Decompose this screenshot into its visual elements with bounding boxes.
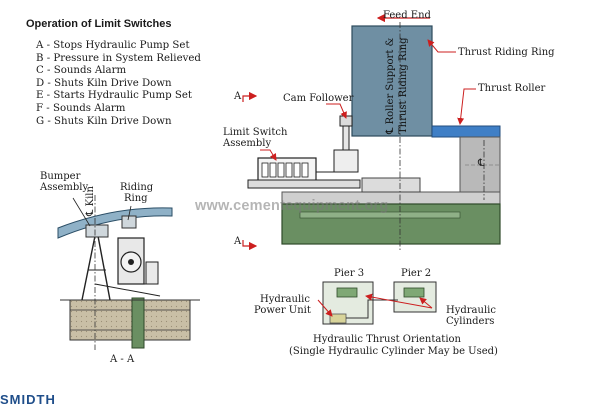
bumper-assembly xyxy=(85,224,109,238)
section-a-top-label: A xyxy=(234,91,242,102)
brand-logo-text: SMIDTH xyxy=(0,392,56,405)
hydraulic-power-unit-label-line1: Hydraulic xyxy=(260,294,310,305)
riding-ring-label-line2: Ring xyxy=(124,193,148,204)
thrust-roller xyxy=(431,125,501,138)
thrust-riding-ring-label: Thrust Riding Ring xyxy=(458,47,555,58)
watermark-text: www.cementequipment.org xyxy=(195,198,389,214)
roller-support-block xyxy=(351,25,433,137)
cylinder-pier3 xyxy=(336,287,358,298)
pier-2-label: Pier 2 xyxy=(401,268,432,279)
hydraulic-orientation-inset xyxy=(317,281,437,325)
hydraulic-cylinders-label-line1: Hydraulic xyxy=(446,305,496,316)
main-elevation-view xyxy=(242,13,501,251)
section-a-bottom-label: A xyxy=(234,236,242,247)
limit-switch-label-line1: Limit Switch xyxy=(223,127,288,138)
thrust-roller-label: Thrust Roller xyxy=(478,83,546,94)
legend-item-a: A - Stops Hydraulic Pump Set xyxy=(36,40,190,51)
pier-beam xyxy=(69,299,191,341)
legend-title: Operation of Limit Switches xyxy=(26,18,172,30)
legend-item-g: G - Shuts Kiln Drive Down xyxy=(36,115,172,127)
legend-item-c: C - Sounds Alarm xyxy=(36,65,127,77)
i-beam-column xyxy=(131,297,145,349)
hydraulic-cylinders-label-line2: Cylinders xyxy=(446,316,495,327)
orientation-caption-line2: (Single Hydraulic Cylinder May be Used) xyxy=(289,346,498,357)
legend-item-d: D - Shuts Kiln Drive Down xyxy=(36,77,172,89)
cylinder-pier2 xyxy=(403,287,425,298)
riding-ring-label-line1: Riding xyxy=(120,182,154,193)
limit-switch-label-line2: Assembly xyxy=(223,138,272,149)
bumper-label-line1: Bumper xyxy=(40,171,81,182)
section-aa-label: A - A xyxy=(110,354,135,365)
green-base-frame xyxy=(281,203,501,245)
pier-centerline-label: ℄ xyxy=(478,158,485,169)
bumper-label-line2: Assembly xyxy=(40,182,89,193)
roller-support-label-line1: ℄ Roller Support & xyxy=(385,37,396,134)
legend-item-e: E - Starts Hydraulic Pump Set xyxy=(36,90,192,102)
cam-follower-label: Cam Follower xyxy=(283,93,354,104)
legend-item-b: B - Pressure in System Relieved xyxy=(36,52,201,64)
hydraulic-power-unit xyxy=(329,313,347,324)
legend-list: A - Stops Hydraulic Pump Set B - Pressur… xyxy=(36,40,201,128)
pier-3-label: Pier 3 xyxy=(334,268,365,279)
kiln-centerline-label: ℄ Kiln xyxy=(85,186,96,216)
orientation-caption-line1: Hydraulic Thrust Orientation xyxy=(313,334,461,345)
section-aa-view xyxy=(57,195,200,350)
hydraulic-power-unit-label-line2: Power Unit xyxy=(254,305,311,316)
concrete-pier xyxy=(459,136,501,193)
legend-item-f: F - Sounds Alarm xyxy=(36,102,126,114)
roller-support-label-line2: Thrust Riding Ring xyxy=(398,37,409,134)
feed-end-label: Feed End xyxy=(383,10,431,21)
riding-ring-section xyxy=(57,207,173,239)
